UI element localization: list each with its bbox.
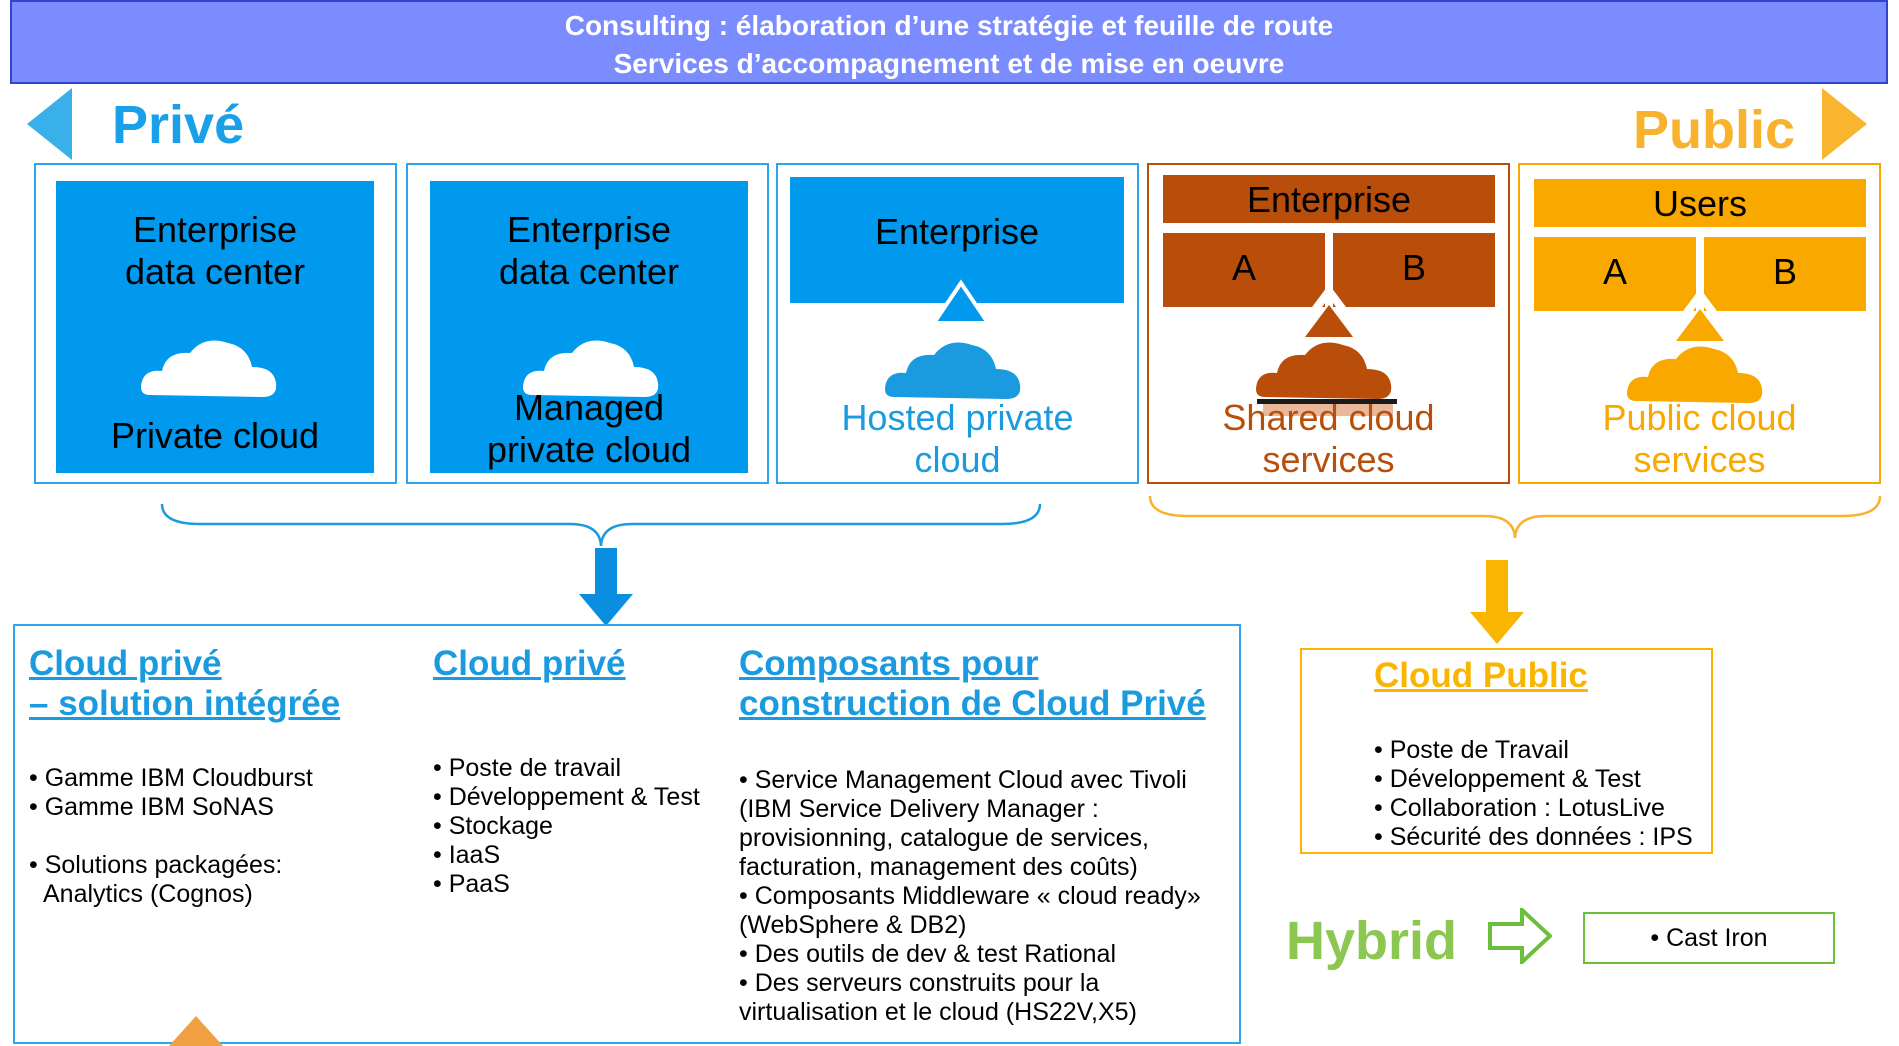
panel-hosted-private-cloud: Enterprise Hosted private cloud (776, 163, 1139, 484)
hybrid-right-arrow-icon (1488, 908, 1552, 964)
left-arrow-icon (27, 88, 72, 160)
list-item: provisionning, catalogue de services, (739, 824, 1149, 852)
public-down-arrow-icon (1470, 560, 1524, 644)
public-users-bar: Users (1534, 179, 1866, 227)
list-item: facturation, management des coûts) (739, 853, 1138, 881)
private-offerings-box: Cloud privé – solution intégrée Gamme IB… (13, 624, 1241, 1046)
shared-tenant-b-label: B (1401, 247, 1426, 288)
shared-tenant-a-label: A (1231, 247, 1256, 288)
public-tenant-b: B (1704, 237, 1866, 311)
cloud-icon (885, 342, 1021, 399)
list-item: Développement & Test (433, 783, 700, 812)
list-item: virtualisation et le cloud (HS22V,X5) (739, 998, 1137, 1026)
private-down-arrow-icon (579, 548, 633, 626)
panel-private-cloud-label: Private cloud (110, 415, 320, 456)
col2-title: Cloud privé (433, 644, 626, 683)
banner-line-1: Consulting : élaboration d’une stratégie… (564, 10, 1334, 41)
banner-line-2: Services d’accompagnement et de mise en … (613, 48, 1285, 79)
public-box-list: Poste de Travail Développement & Test Co… (1374, 736, 1693, 852)
prive-label: Privé (112, 95, 245, 155)
cloud-icon (523, 340, 659, 397)
list-item: Collaboration : LotusLive (1374, 794, 1693, 823)
panel-public-cloud-services: Users A B Public cloud services (1518, 163, 1881, 484)
list-item: Service Management Cloud avec Tivoli (739, 766, 1201, 795)
list-item: Gamme IBM Cloudburst (29, 764, 313, 793)
cloud-icon (1256, 342, 1397, 416)
panel-hosted-enterprise-bar: Enterprise (790, 177, 1124, 303)
hybrid-box: Cast Iron (1583, 912, 1835, 964)
right-arrow-icon (1822, 88, 1867, 160)
panel-managed-fill: Enterprise data center Managed private c… (430, 181, 748, 473)
public-offerings-box: Cloud Public Poste de Travail Développem… (1300, 648, 1713, 854)
cloud-icon (1627, 346, 1763, 403)
list-item: Des outils de dev & test Rational (739, 940, 1201, 969)
panel-private-cloud-fill: Enterprise data center Private cloud (56, 181, 374, 473)
panel-hosted-label: Hosted private cloud (841, 397, 1074, 480)
list-item: (IBM Service Delivery Manager : (739, 795, 1099, 823)
list-item: Gamme IBM SoNAS (29, 793, 313, 822)
list-item: Solutions packagées: (29, 851, 313, 880)
shared-tenant-a: A (1163, 233, 1325, 307)
shared-connector-icon (1301, 265, 1357, 337)
hybrid-label: Hybrid (1286, 911, 1458, 971)
shared-enterprise-label: Enterprise (1246, 179, 1412, 220)
list-item: PaaS (433, 870, 700, 899)
panel-private-cloud: Enterprise data center Private cloud (34, 163, 397, 484)
list-item: Développement & Test (1374, 765, 1693, 794)
public-brace (1148, 495, 1882, 539)
panel-managed-private-cloud: Enterprise data center Managed private c… (406, 163, 769, 484)
col1-list: Gamme IBM Cloudburst Gamme IBM SoNAS Sol… (29, 764, 313, 909)
list-item: (WebSphere & DB2) (739, 911, 967, 939)
list-item: Analytics (Cognos) (43, 880, 253, 908)
list-item: Cast Iron (1585, 924, 1833, 953)
panel-managed-label: Managed private cloud (486, 387, 692, 470)
panel-hosted-enterprise-label: Enterprise (874, 211, 1040, 252)
public-tenant-a: A (1534, 237, 1696, 311)
cloud-icon (141, 340, 277, 397)
orange-up-arrow-icon (169, 1016, 223, 1046)
shared-tenant-b: B (1333, 233, 1495, 307)
public-users-label: Users (1652, 183, 1747, 224)
panel-public-label: Public cloud services (1602, 397, 1797, 480)
list-item: Des serveurs construits pour la (739, 969, 1201, 998)
consulting-banner: Consulting : élaboration d’une stratégie… (10, 0, 1888, 84)
list-item: Stockage (433, 812, 700, 841)
col1-title: Cloud privé – solution intégrée (29, 644, 341, 723)
panel-shared-cloud-services: Enterprise A B Shared cloud services (1147, 163, 1510, 484)
panel-managed-heading: Enterprise data center (498, 209, 680, 292)
col3-title: Composants pour construction de Cloud Pr… (739, 644, 1206, 723)
list-item: Poste de Travail (1374, 736, 1693, 765)
hybrid-list: Cast Iron (1585, 924, 1833, 953)
list-item: Poste de travail (433, 754, 700, 783)
col2-list: Poste de travail Développement & Test St… (433, 754, 700, 899)
public-connector-icon (1672, 269, 1728, 341)
private-brace (160, 503, 1042, 547)
public-tenant-a-label: A (1602, 251, 1627, 292)
list-item: Composants Middleware « cloud ready» (739, 882, 1201, 911)
hosted-connector-icon (930, 279, 992, 325)
col3-list: Service Management Cloud avec Tivoli (IB… (739, 766, 1201, 1027)
public-label: Public (1633, 100, 1796, 160)
panel-shared-label: Shared cloud services (1222, 397, 1435, 480)
public-box-title: Cloud Public (1374, 656, 1588, 695)
list-item: IaaS (433, 841, 700, 870)
panel-private-cloud-heading: Enterprise data center (124, 209, 306, 292)
shared-enterprise-bar: Enterprise (1163, 175, 1495, 223)
list-item: Sécurité des données : IPS (1374, 823, 1693, 852)
public-tenant-b-label: B (1772, 251, 1797, 292)
